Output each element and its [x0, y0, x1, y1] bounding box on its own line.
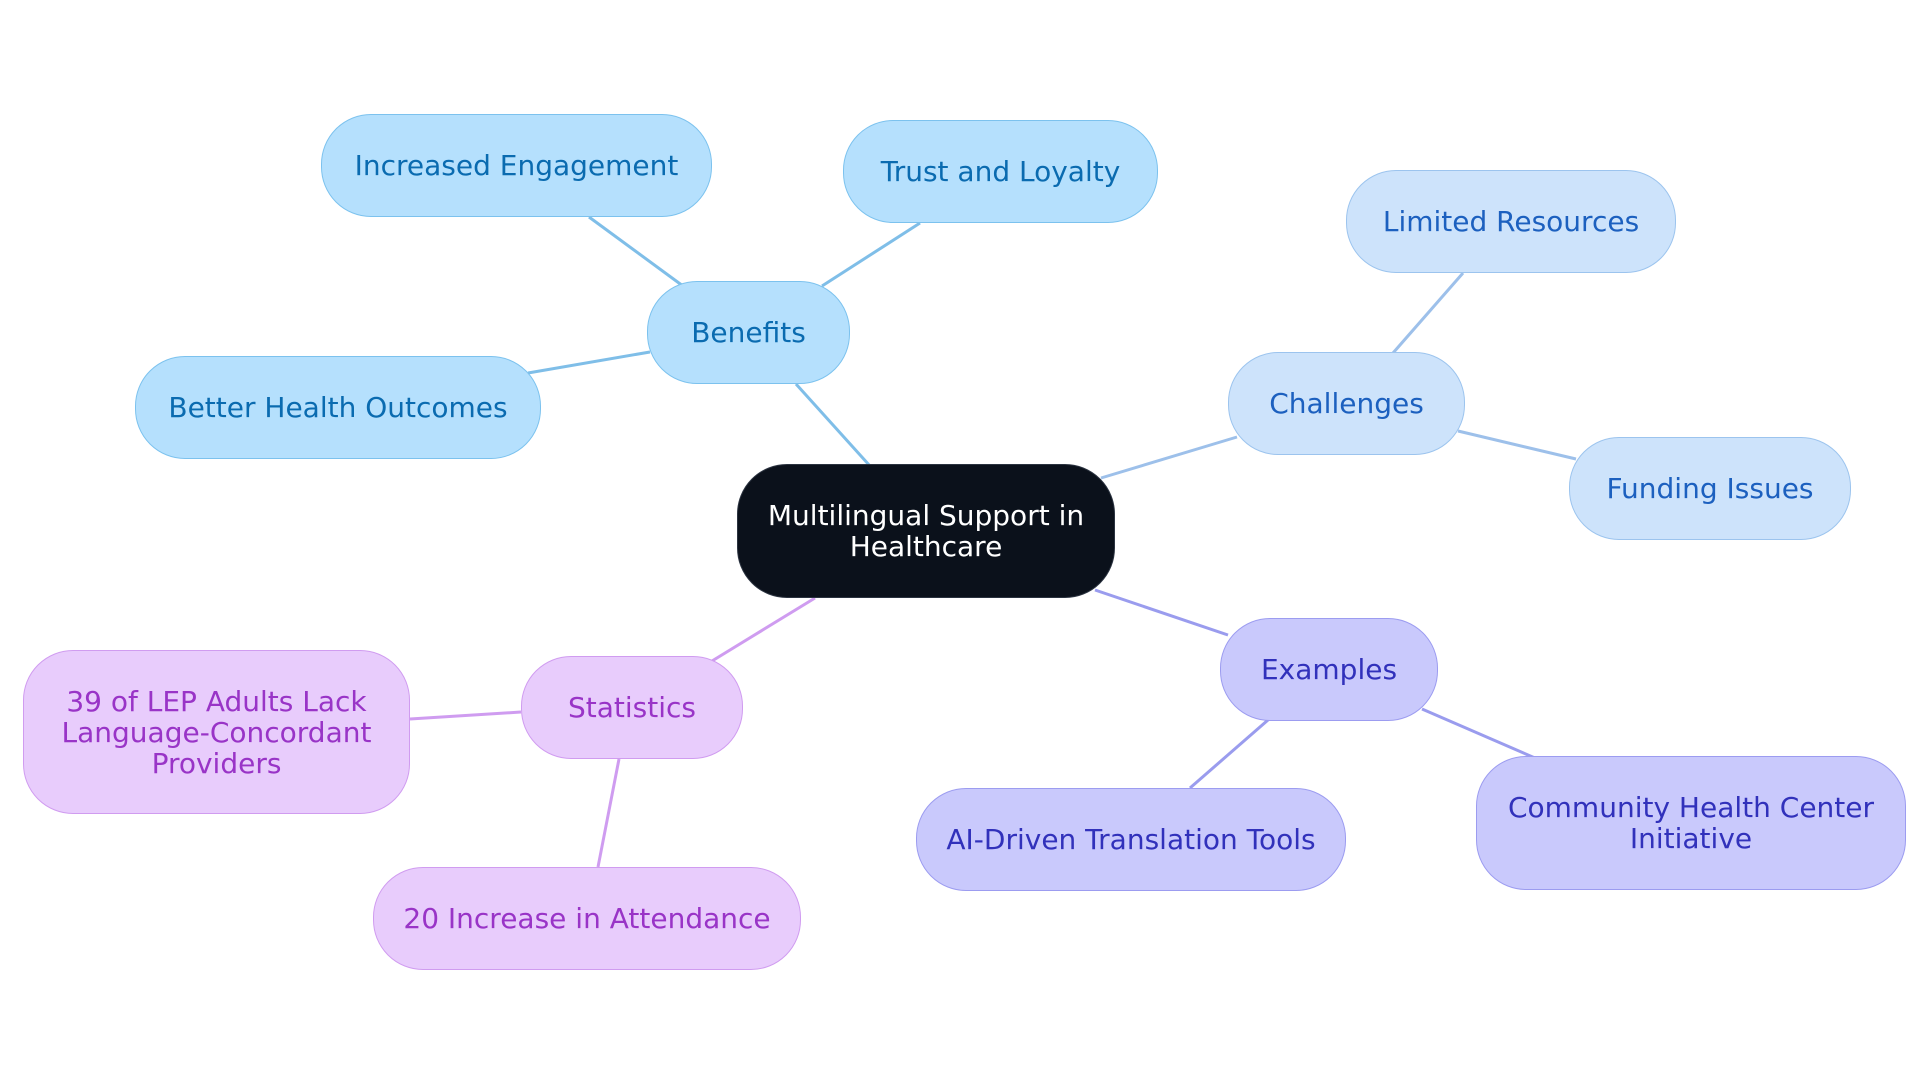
community-health-center-initiative-label: Community Health Center Initiative [1507, 791, 1875, 855]
attendance-increase-node[interactable]: 20 Increase in Attendance [373, 867, 801, 970]
statistics-node[interactable]: Statistics [521, 656, 743, 759]
better-health-outcomes-node[interactable]: Better Health Outcomes [135, 356, 541, 459]
connector-root-benefits [794, 382, 872, 468]
community-health-center-initiative-node[interactable]: Community Health Center Initiative [1476, 756, 1906, 890]
statistics-node-label: Statistics [568, 691, 696, 724]
ai-driven-translation-tools-node[interactable]: AI-Driven Translation Tools [916, 788, 1346, 891]
funding-issues-label: Funding Issues [1606, 472, 1814, 505]
increased-engagement-label: Increased Engagement [354, 149, 679, 182]
examples-node[interactable]: Examples [1220, 618, 1438, 721]
lep-adults-statistic-label: 39 of LEP Adults Lack Language-Concordan… [61, 684, 372, 780]
connector-statistics-attendance [596, 758, 621, 868]
connector-root-statistics [711, 596, 816, 663]
benefits-node-label: Benefits [691, 316, 806, 349]
increased-engagement-node[interactable]: Increased Engagement [321, 114, 712, 217]
connector-challenges-resources [1391, 272, 1465, 354]
connector-challenges-funding [1457, 429, 1577, 461]
connector-statistics-lep [409, 710, 522, 721]
connector-benefits-outcomes [527, 350, 651, 375]
connector-benefits-engagement [588, 215, 684, 288]
connector-root-challenges [1100, 435, 1238, 480]
lep-adults-statistic-node[interactable]: 39 of LEP Adults Lack Language-Concordan… [23, 650, 410, 814]
trust-and-loyalty-node[interactable]: Trust and Loyalty [843, 120, 1158, 223]
limited-resources-label: Limited Resources [1382, 205, 1640, 238]
connector-examples-ai [1189, 718, 1269, 790]
ai-driven-translation-tools-label: AI-Driven Translation Tools [946, 823, 1316, 856]
root-node-label: Multilingual Support in Healthcare [767, 499, 1085, 563]
better-health-outcomes-label: Better Health Outcomes [168, 391, 508, 424]
connector-root-examples [1094, 588, 1229, 637]
trust-and-loyalty-label: Trust and Loyalty [880, 155, 1121, 188]
connector-examples-community [1421, 707, 1536, 760]
funding-issues-node[interactable]: Funding Issues [1569, 437, 1851, 540]
benefits-node[interactable]: Benefits [647, 281, 850, 384]
root-node[interactable]: Multilingual Support in Healthcare [737, 464, 1115, 598]
connector-benefits-trust [821, 221, 921, 288]
attendance-increase-label: 20 Increase in Attendance [403, 902, 771, 935]
challenges-node[interactable]: Challenges [1228, 352, 1465, 455]
examples-node-label: Examples [1260, 653, 1398, 686]
limited-resources-node[interactable]: Limited Resources [1346, 170, 1676, 273]
challenges-node-label: Challenges [1269, 387, 1424, 420]
